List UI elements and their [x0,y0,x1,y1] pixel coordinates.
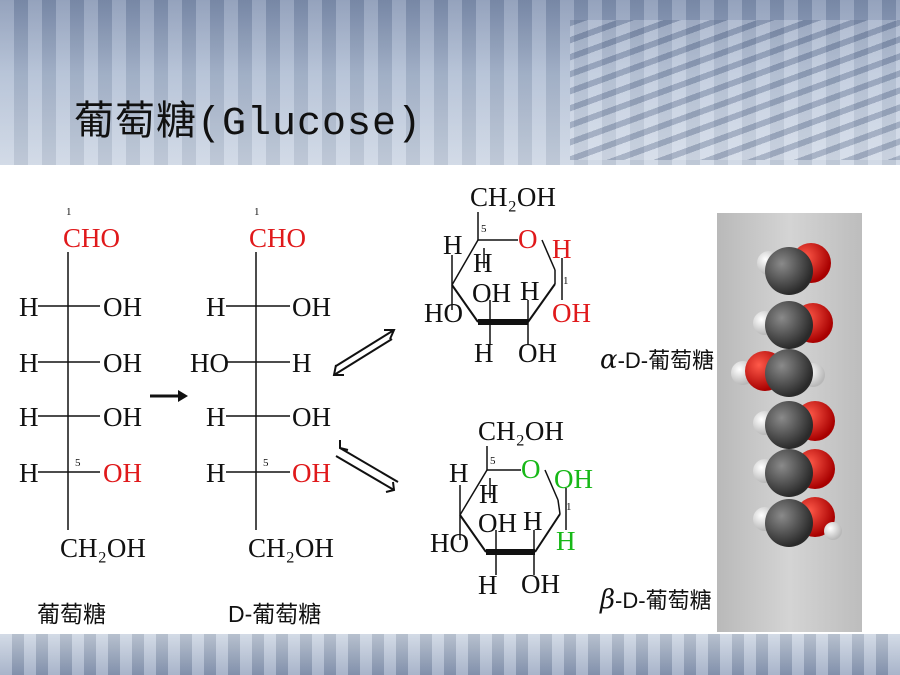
haworth-beta-c3-down: H [478,570,498,600]
haworth-beta-c3-up: OH [478,508,517,538]
haworth-alpha-c1-number: 1 [563,275,569,287]
fischer-d-row3-left: H [206,402,226,432]
haworth-alpha: CH₂OH 5 O H HO H OH H H OH H 1 OH [424,182,591,368]
haworth-alpha-c2-down: OH [518,338,557,368]
fischer-plain-c5-number: 5 [75,457,81,469]
haworth-beta-c5-number: 5 [490,455,496,467]
fischer-d-c5-number: 5 [263,457,269,469]
haworth-alpha-c4-down: HO [424,298,463,328]
haworth-beta-c5-h: H [479,479,499,509]
equilibrium-arrows-beta [335,440,399,493]
fischer-d-row4-left: H [206,458,226,488]
haworth-beta-c2-down: OH [521,569,560,599]
fischer-d-row3-right: OH [292,402,331,432]
haworth-beta-top: CH₂OH [478,416,564,446]
haworth-alpha-c4-up: H [443,230,463,260]
fischer-d-aldehyde: CHO [249,223,306,253]
fischer-plain: 1 CHO H OH H OH H OH 5 H OH CH₂OH [19,206,146,563]
header-band [0,0,900,165]
beta-label-text: -D-葡萄糖 [615,588,712,613]
alpha-label-text: -D-葡萄糖 [617,348,715,373]
fischer-d: 1 CHO H OH HO H H OH 5 H OH CH₂OH [190,206,334,563]
fischer-d-row1-left: H [206,292,226,322]
fischer-d-row1-right: OH [292,292,331,322]
fischer-plain-aldehyde: CHO [63,223,120,253]
haworth-alpha-top: CH₂OH [470,182,556,212]
haworth-beta-c1-number: 1 [566,501,572,513]
fischer-plain-row4-right: OH [103,458,142,488]
haworth-beta-c1-down: H [556,526,576,556]
haworth-beta-c4-up: H [449,458,469,488]
fischer-plain-row1-right: OH [103,292,142,322]
fischer-plain-c1-number: 1 [66,206,72,218]
fischer-d-row4-right: OH [292,458,331,488]
molecule-model-image [731,243,842,547]
slide-title: 葡萄糖(Glucose) [74,102,423,147]
fischer-d-bottom: CH₂OH [248,533,334,563]
fischer-plain-row1-left: H [19,292,39,322]
fischer-plain-row4-left: H [19,458,39,488]
beta-anomer-label: β-D-葡萄糖 [600,583,712,615]
haworth-beta-c2-up: H [523,506,543,536]
haworth-alpha-c5-number: 5 [481,223,487,235]
haworth-beta: CH₂OH 5 O H HO H OH H H OH OH 1 H [430,416,593,600]
haworth-alpha-c3-down: H [474,338,494,368]
alpha-anomer-label: α-D-葡萄糖 [600,343,714,375]
beta-symbol: β [600,585,616,615]
haworth-beta-ring-o: O [521,454,541,484]
footer-band [0,634,900,675]
space-filling-model [717,213,862,632]
fischer-plain-bottom: CH₂OH [60,533,146,563]
fischer-plain-caption: 葡萄糖 [37,601,106,627]
fischer-d-row2-left: HO [190,348,229,378]
haworth-alpha-c3-up: OH [472,278,511,308]
fischer-plain-row2-left: H [19,348,39,378]
haworth-beta-c1-up: OH [554,464,593,494]
haworth-alpha-c1-up: H [552,234,572,264]
fischer-plain-row2-right: OH [103,348,142,378]
reaction-arrow [150,390,188,402]
alpha-symbol: α [600,345,618,375]
equilibrium-arrows-alpha [332,329,396,376]
haworth-alpha-c2-up: H [520,276,540,306]
fischer-d-c1-number: 1 [254,206,260,218]
haworth-alpha-ring-o: O [518,224,538,254]
haworth-beta-c4-down: HO [430,528,469,558]
fischer-d-caption: D-葡萄糖 [228,601,322,627]
haworth-alpha-c1-down: OH [552,298,591,328]
fischer-d-row2-right: H [292,348,312,378]
haworth-alpha-c5-h: H [473,248,493,278]
fischer-plain-row3-left: H [19,402,39,432]
fischer-plain-row3-right: OH [103,402,142,432]
